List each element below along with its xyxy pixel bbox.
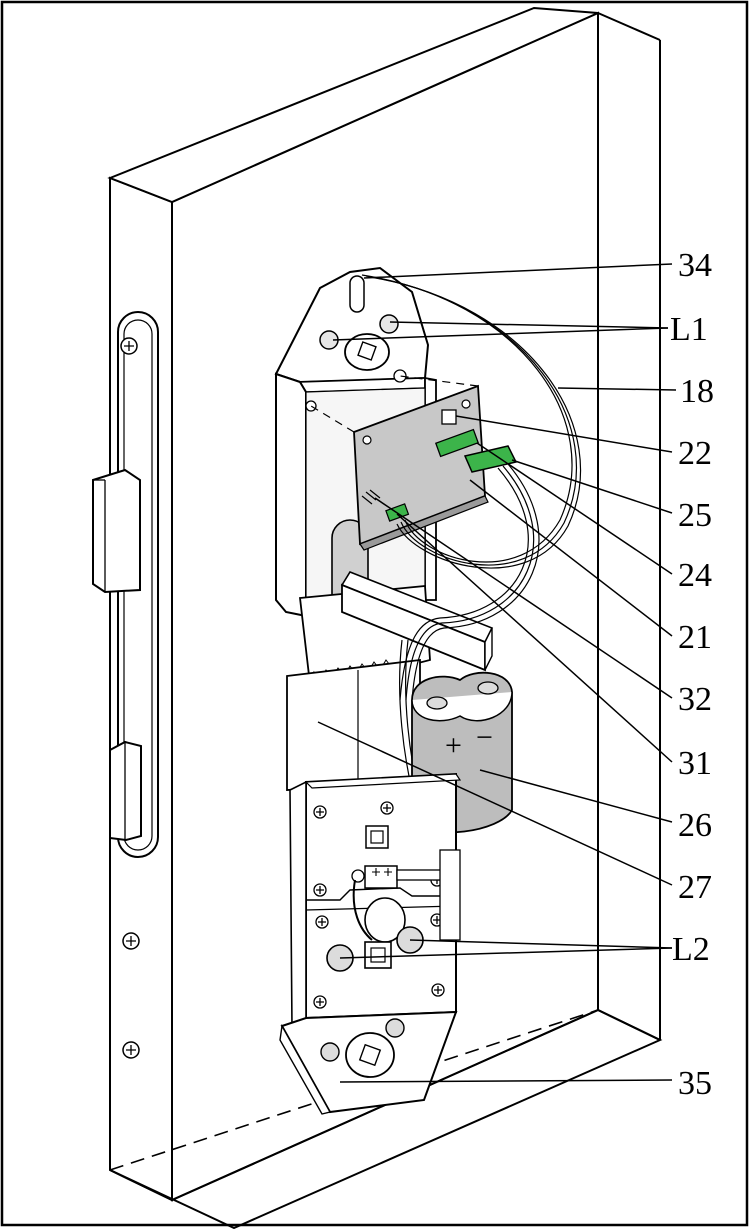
wire-harness bbox=[361, 274, 582, 791]
lower-lock-body bbox=[289, 772, 462, 1030]
battery-minus-mark: − bbox=[476, 721, 493, 754]
label-35: 35 bbox=[678, 1065, 712, 1102]
dead-bolt bbox=[109, 740, 142, 842]
latch-bolt bbox=[92, 468, 141, 594]
label-22: 22 bbox=[678, 435, 712, 472]
label-L2: L2 bbox=[672, 931, 710, 968]
leader-32 bbox=[374, 497, 673, 699]
faceplate-screw-mid bbox=[122, 932, 140, 950]
pcb-header-24 bbox=[434, 428, 480, 458]
bottom-bracket bbox=[279, 1010, 458, 1115]
label-25: 25 bbox=[678, 497, 712, 534]
label-21: 21 bbox=[678, 619, 712, 656]
leader-35 bbox=[339, 1079, 673, 1083]
faceplate-screw-top bbox=[120, 337, 138, 355]
leader-21 bbox=[469, 479, 673, 637]
label-24: 24 bbox=[678, 557, 712, 594]
label-34: 34 bbox=[678, 247, 712, 284]
leader-31 bbox=[396, 513, 673, 763]
leader-18 bbox=[557, 387, 677, 391]
leader-24 bbox=[476, 442, 673, 575]
hidden-edges bbox=[109, 28, 599, 1171]
leader-34 bbox=[363, 263, 673, 279]
label-27: 27 bbox=[678, 869, 712, 906]
leader-25 bbox=[511, 459, 673, 514]
crossbar bbox=[340, 571, 494, 672]
callout-labels: 34 L1 18 22 25 24 21 32 31 26 27 L2 35 bbox=[670, 247, 714, 1102]
label-31: 31 bbox=[678, 745, 712, 782]
leader-22 bbox=[455, 415, 673, 453]
label-26: 26 bbox=[678, 807, 712, 844]
label-L1: L1 bbox=[670, 311, 708, 348]
pcb-board bbox=[310, 375, 518, 551]
label-18: 18 bbox=[680, 373, 714, 410]
leader-27 bbox=[317, 721, 673, 886]
faceplate-screw-bottom bbox=[122, 1041, 140, 1059]
pcb-component-22 bbox=[441, 409, 457, 425]
leader-L1-a bbox=[389, 321, 669, 329]
leader-L2-a bbox=[409, 939, 673, 949]
label-32: 32 bbox=[678, 681, 712, 718]
leader-L2-b bbox=[339, 947, 673, 959]
leader-L1-b bbox=[332, 327, 669, 341]
battery-plus-mark: + bbox=[445, 729, 462, 762]
pins-32 bbox=[361, 489, 381, 505]
leader-26 bbox=[479, 769, 673, 823]
leader-lines bbox=[317, 263, 677, 1083]
